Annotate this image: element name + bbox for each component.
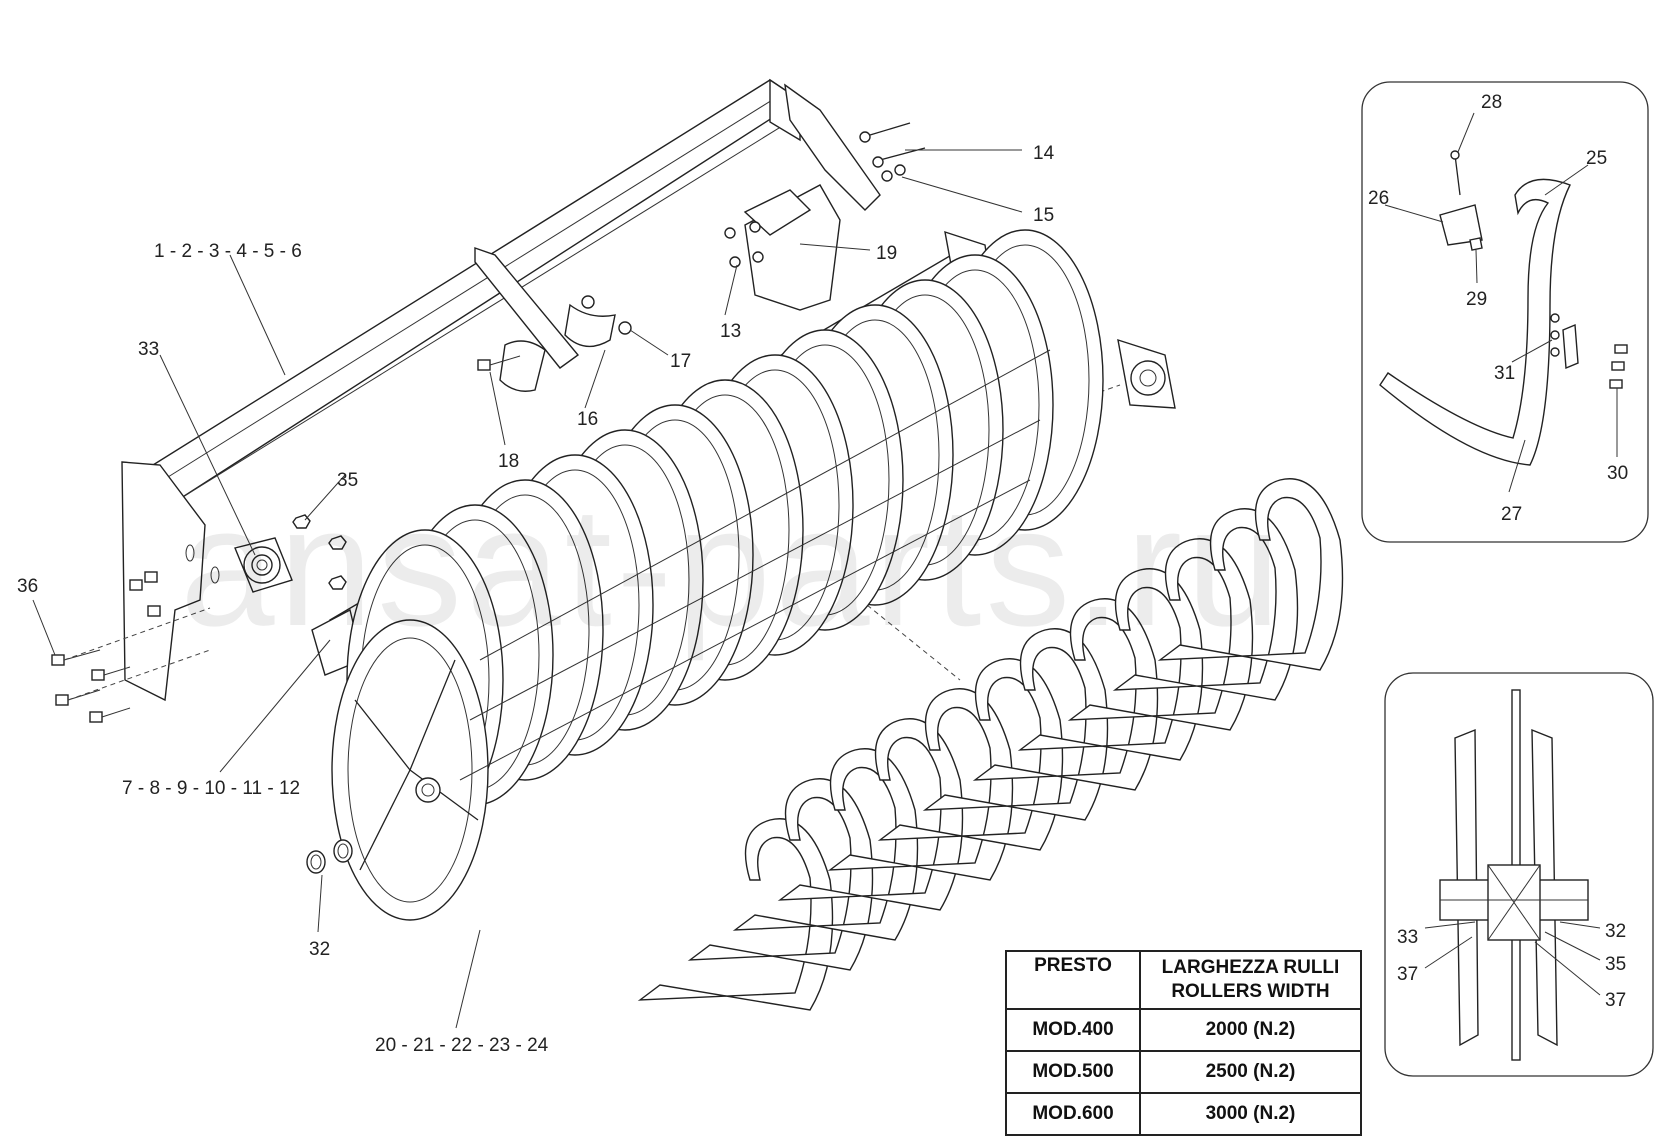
section-detail: [1439, 689, 1589, 1061]
table-row: MOD.400 2000 (N.2): [1005, 1008, 1362, 1052]
leader-lines: [32, 112, 1618, 1029]
callout-31: 31: [1494, 363, 1515, 384]
callout-35-main: 35: [337, 470, 358, 491]
callout-14: 14: [1033, 143, 1055, 164]
callout-33-main: 33: [138, 339, 159, 360]
model-cell: MOD.500: [1005, 1050, 1141, 1094]
width-cell: 2500 (N.2): [1139, 1050, 1362, 1094]
callout-17: 17: [670, 351, 691, 372]
detail-panel-tine: [1361, 81, 1649, 543]
callout-15: 15: [1033, 205, 1054, 226]
bracket-19: [743, 184, 841, 311]
bolts-right-top: [724, 122, 926, 268]
callout-35-detail: 35: [1605, 954, 1626, 975]
callout-33-detail: 33: [1397, 927, 1418, 948]
callout-27: 27: [1501, 504, 1522, 525]
callout-16: 16: [577, 409, 598, 430]
callout-26: 26: [1368, 188, 1389, 209]
callout-28: 28: [1481, 92, 1502, 113]
rollers-width-table: PRESTO LARGHEZZA RULLI ROLLERS WIDTH MOD…: [1005, 950, 1362, 1136]
tine-detail: [1379, 150, 1628, 466]
callout-18: 18: [498, 451, 519, 472]
seal-rings: [306, 839, 353, 874]
callout-37-detail-left: 37: [1397, 964, 1418, 985]
table-header-row: PRESTO LARGHEZZA RULLI ROLLERS WIDTH: [1005, 950, 1362, 1010]
table-row: MOD.600 3000 (N.2): [1005, 1092, 1362, 1136]
watermark: ansat-parts.ru: [180, 472, 1285, 662]
callout-7-12: 7 - 8 - 9 - 10 - 11 - 12: [122, 778, 300, 799]
callout-1-6: 1 - 2 - 3 - 4 - 5 - 6: [154, 241, 302, 262]
width-cell: 3000 (N.2): [1139, 1092, 1362, 1136]
callout-13: 13: [720, 321, 741, 342]
callout-29: 29: [1466, 289, 1487, 310]
left-side-plate: [121, 461, 220, 702]
nuts-left: [292, 514, 347, 590]
clamp-parts: [477, 295, 632, 392]
header-width: LARGHEZZA RULLI ROLLERS WIDTH: [1139, 950, 1362, 1010]
callout-32-detail: 32: [1605, 921, 1626, 942]
header-width-line2: ROLLERS WIDTH: [1171, 981, 1330, 1002]
callout-32-main: 32: [309, 939, 330, 960]
spiral-roller: [331, 229, 1104, 921]
model-cell: MOD.400: [1005, 1008, 1141, 1052]
width-cell: 2000 (N.2): [1139, 1008, 1362, 1052]
callout-30: 30: [1607, 463, 1628, 484]
callout-37-detail-right: 37: [1605, 990, 1626, 1011]
callout-36: 36: [17, 576, 38, 597]
frame-beam: [143, 78, 881, 520]
callout-19: 19: [876, 243, 897, 264]
right-bearing: [1117, 338, 1176, 409]
spring-tines: [637, 478, 1344, 1011]
header-width-line1: LARGHEZZA RULLI: [1161, 957, 1340, 978]
model-cell: MOD.600: [1005, 1092, 1141, 1136]
header-model: PRESTO: [1005, 950, 1141, 1010]
callout-20-24: 20 - 21 - 22 - 23 - 24: [375, 1035, 549, 1056]
callout-25: 25: [1586, 148, 1607, 169]
table-row: MOD.500 2500 (N.2): [1005, 1050, 1362, 1094]
left-bearing: [234, 537, 293, 593]
bolts-left: [51, 571, 211, 723]
